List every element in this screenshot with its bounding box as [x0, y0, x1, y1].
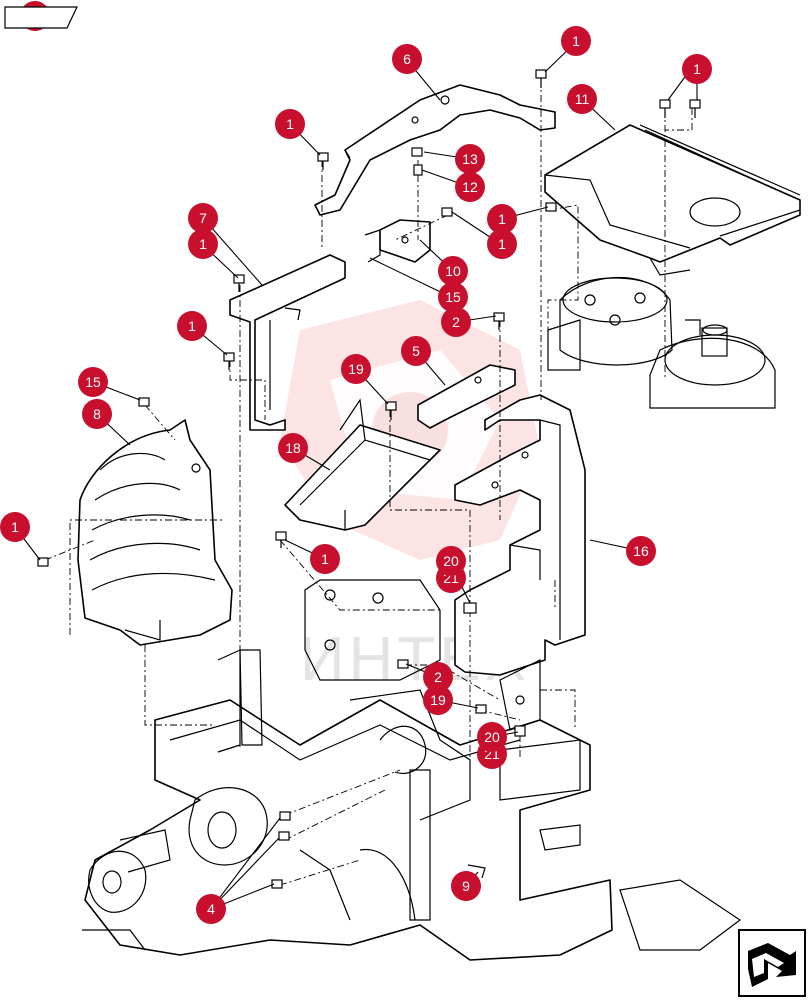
svg-text:13: 13	[462, 151, 478, 167]
bolt-icon	[278, 831, 290, 841]
callout-9[interactable]: 9	[451, 871, 481, 901]
svg-text:12: 12	[462, 179, 478, 195]
callout-1[interactable]: 1	[561, 26, 591, 56]
svg-text:1: 1	[199, 236, 207, 252]
svg-text:18: 18	[285, 440, 301, 456]
bolt-icon	[441, 207, 453, 217]
bolt-icon	[475, 704, 487, 714]
callout-1[interactable]: 1	[310, 544, 340, 574]
callout-15[interactable]: 15	[78, 367, 108, 397]
callout-8[interactable]: 8	[82, 399, 112, 429]
bolt-icon	[463, 602, 477, 614]
svg-text:1: 1	[11, 519, 19, 535]
callout-20[interactable]: 20	[436, 546, 466, 576]
bolt-icon	[413, 164, 423, 176]
part-9-strip	[467, 864, 486, 879]
svg-text:19: 19	[430, 692, 446, 708]
svg-text:5: 5	[412, 343, 420, 359]
callout-7[interactable]: 7	[188, 203, 218, 233]
svg-text:7: 7	[199, 210, 207, 226]
callout-1[interactable]: 1	[487, 204, 517, 234]
callout-1[interactable]: 1	[275, 109, 305, 139]
svg-text:1: 1	[321, 551, 329, 567]
svg-text:15: 15	[445, 289, 461, 305]
callout-2[interactable]: 2	[423, 662, 453, 692]
part-16-panel	[454, 394, 586, 731]
svg-text:4: 4	[207, 901, 215, 917]
engine-assembly	[547, 276, 776, 409]
svg-text:1: 1	[572, 33, 580, 49]
home-label: home	[18, 10, 51, 25]
bolt-icon	[385, 401, 397, 420]
bolt-icon	[279, 811, 291, 821]
callout-1[interactable]: 1	[0, 512, 30, 542]
bolt-icon	[689, 99, 701, 118]
part-6-bracket	[314, 84, 556, 216]
bolt-icon	[223, 352, 235, 370]
bolt-icon	[493, 312, 505, 330]
svg-text:1: 1	[498, 236, 506, 252]
svg-text:20: 20	[484, 729, 500, 745]
part-18-tray	[284, 398, 441, 531]
callout-20[interactable]: 20	[477, 722, 507, 752]
svg-text:1: 1	[188, 318, 196, 334]
svg-text:20: 20	[443, 553, 459, 569]
callout-5[interactable]: 5	[401, 336, 431, 366]
callout-10[interactable]: 10	[438, 256, 468, 286]
callout-6[interactable]: 6	[392, 44, 422, 74]
home-tab-icon[interactable]: home	[4, 4, 78, 30]
bolt-icon	[317, 152, 329, 170]
svg-text:1: 1	[693, 61, 701, 77]
svg-text:2: 2	[434, 669, 442, 685]
svg-text:16: 16	[633, 543, 649, 559]
callout-2[interactable]: 2	[441, 307, 471, 337]
callout-19[interactable]: 19	[341, 354, 371, 384]
callout-bubbles: 1 6 1 11 1 1 13 12 7 1 1 1 10 15 2 1 5 1…	[0, 1, 712, 924]
bolt-icon	[397, 659, 409, 669]
callout-16[interactable]: 16	[626, 536, 656, 566]
svg-text:10: 10	[445, 263, 461, 279]
part-10-bracket	[364, 219, 431, 263]
callout-12[interactable]: 12	[455, 172, 485, 202]
part-8-shroud	[77, 419, 233, 646]
svg-text:11: 11	[575, 91, 590, 107]
bolt-icon	[275, 531, 287, 548]
next-page-arrow-icon[interactable]	[738, 929, 806, 997]
callout-13[interactable]: 13	[455, 144, 485, 174]
part-11-cover	[544, 124, 801, 276]
svg-text:19: 19	[348, 361, 364, 377]
callout-19[interactable]: 19	[423, 685, 453, 715]
callout-15[interactable]: 15	[438, 282, 468, 312]
callout-11[interactable]: 11	[567, 84, 597, 114]
part-5-plate	[417, 364, 516, 429]
base-frame	[82, 579, 742, 961]
svg-text:15: 15	[85, 374, 101, 390]
bolt-icon	[37, 557, 49, 567]
callout-18[interactable]: 18	[278, 433, 308, 463]
callout-1[interactable]: 1	[177, 311, 207, 341]
callout-4[interactable]: 4	[196, 894, 226, 924]
bolt-icon	[138, 397, 150, 407]
bolt-icon	[411, 147, 423, 157]
svg-text:6: 6	[403, 51, 411, 67]
svg-text:1: 1	[286, 116, 294, 132]
fasteners	[37, 69, 701, 889]
svg-text:2: 2	[452, 314, 460, 330]
callout-1[interactable]: 1	[188, 229, 218, 259]
svg-text:1: 1	[498, 211, 506, 227]
svg-text:8: 8	[93, 406, 101, 422]
bolt-icon	[659, 99, 671, 118]
part-7-post	[229, 254, 346, 431]
callout-1[interactable]: 1	[487, 229, 517, 259]
callout-1[interactable]: 1	[682, 54, 712, 84]
bolt-icon	[535, 69, 547, 88]
bolt-icon	[514, 725, 526, 737]
svg-text:9: 9	[462, 878, 470, 894]
bolt-icon	[271, 879, 283, 889]
bolt-icon	[233, 274, 245, 292]
